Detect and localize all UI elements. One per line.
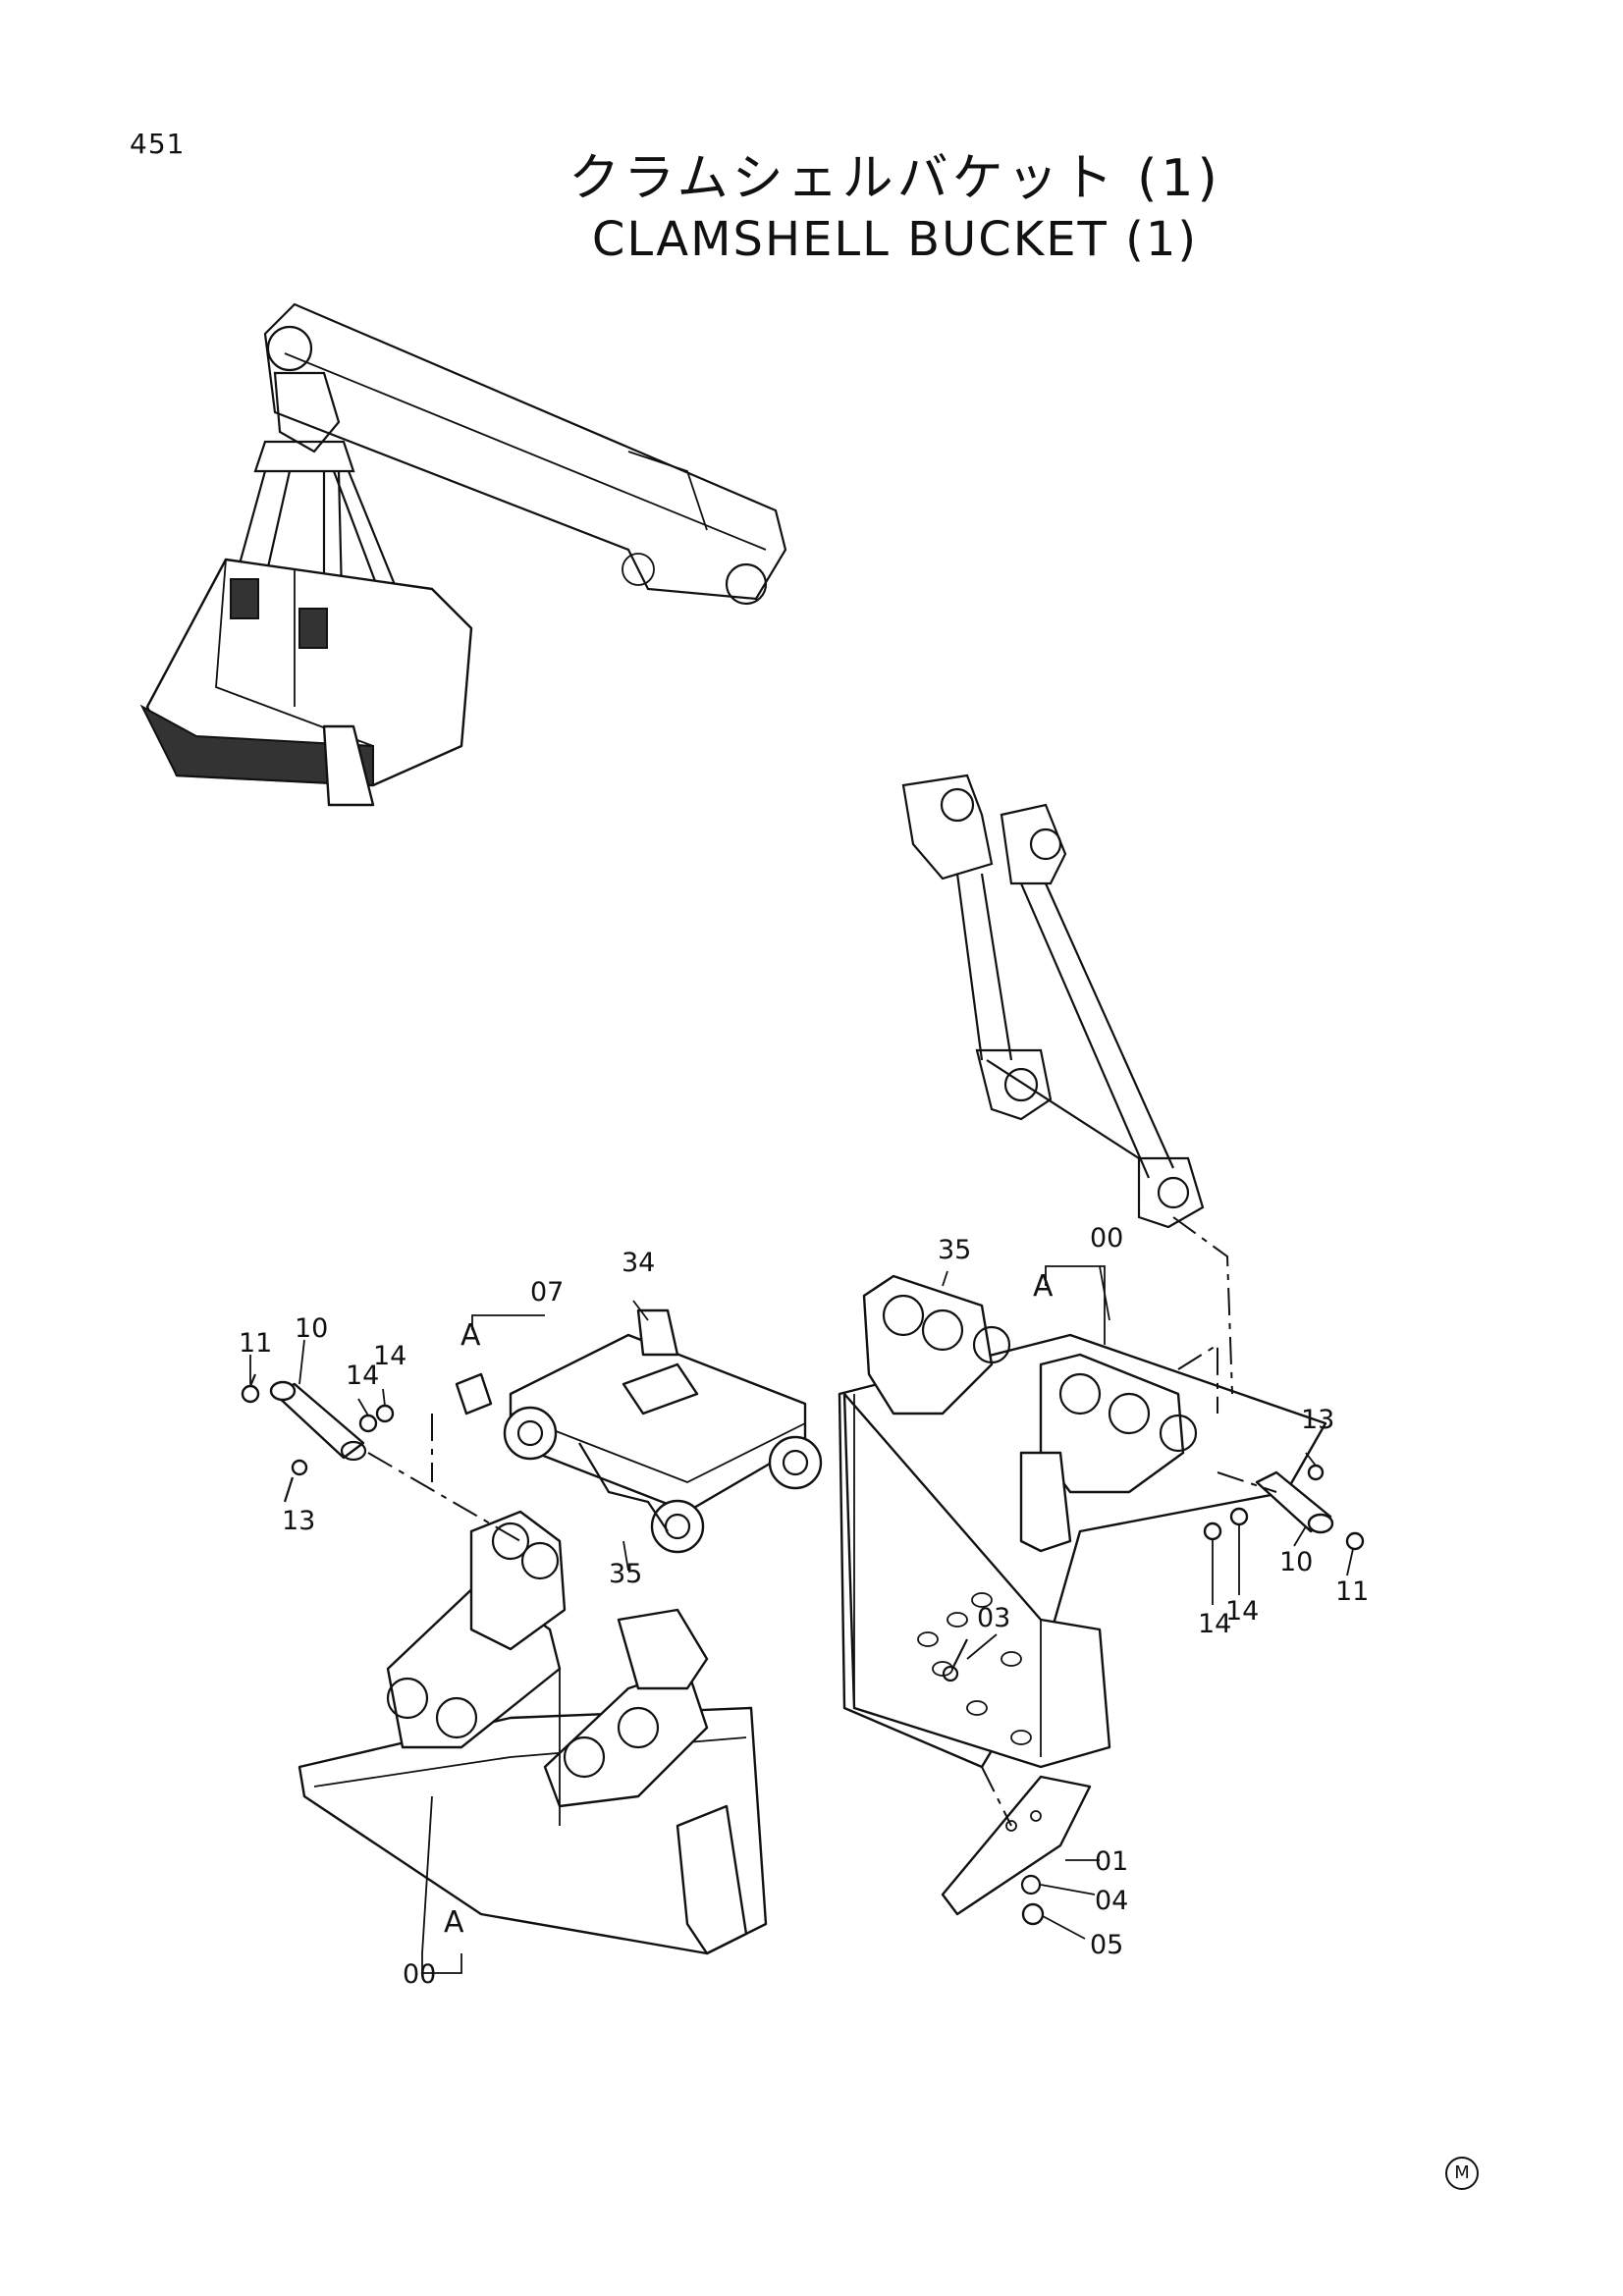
- callout-11-right: 11: [1335, 1576, 1369, 1607]
- callout-labels: 00 00 01 03 04 05 07 10 10 11 11 13 13 1…: [239, 1223, 1369, 1990]
- m-mark-symbol: M: [1445, 2157, 1479, 2190]
- right-bucket-half: [838, 1274, 1327, 1769]
- callout-35-left: 35: [609, 1559, 642, 1589]
- callout-14-right-a: 14: [1198, 1609, 1231, 1639]
- callout-11-left: 11: [239, 1328, 272, 1359]
- callout-00-right: 00: [1090, 1223, 1123, 1254]
- callout-10-right: 10: [1279, 1547, 1313, 1577]
- title-english: CLAMSHELL BUCKET (1): [591, 212, 1199, 267]
- callout-13-left: 13: [282, 1506, 315, 1536]
- view-a-label-top: A: [460, 1318, 481, 1353]
- callout-14-right-b: 14: [1225, 1596, 1259, 1627]
- callout-01: 01: [1095, 1846, 1128, 1877]
- callout-14-left-b: 14: [373, 1341, 406, 1371]
- view-a-label-right: A: [1033, 1269, 1054, 1304]
- callout-13-right: 13: [1301, 1405, 1334, 1435]
- overview-machine-illustration: [139, 302, 787, 807]
- link-crosshead-part: [455, 1308, 823, 1554]
- callout-35-right: 35: [938, 1235, 971, 1265]
- title-block: クラムシェルバケット (1) CLAMSHELL BUCKET (1): [0, 147, 1623, 269]
- hanger-frame-illustration: [901, 774, 1205, 1229]
- view-a-label-left: A: [444, 1905, 464, 1940]
- callout-05: 05: [1090, 1930, 1123, 1960]
- callout-04: 04: [1095, 1886, 1128, 1916]
- page-number: 451: [130, 128, 186, 160]
- callout-10-left: 10: [295, 1313, 328, 1344]
- callout-34: 34: [622, 1248, 655, 1278]
- left-bucket-half: [298, 1510, 768, 1955]
- callout-14-left-a: 14: [346, 1361, 379, 1391]
- callout-07: 07: [530, 1277, 564, 1308]
- tooth-part: [941, 1775, 1092, 1926]
- callout-03: 03: [977, 1603, 1010, 1633]
- hardware-parts: [241, 1373, 1365, 1551]
- leader-lines: [249, 1216, 1354, 1974]
- callout-00-left: 00: [403, 1959, 436, 1990]
- title-japanese: クラムシェルバケット (1): [568, 149, 1221, 208]
